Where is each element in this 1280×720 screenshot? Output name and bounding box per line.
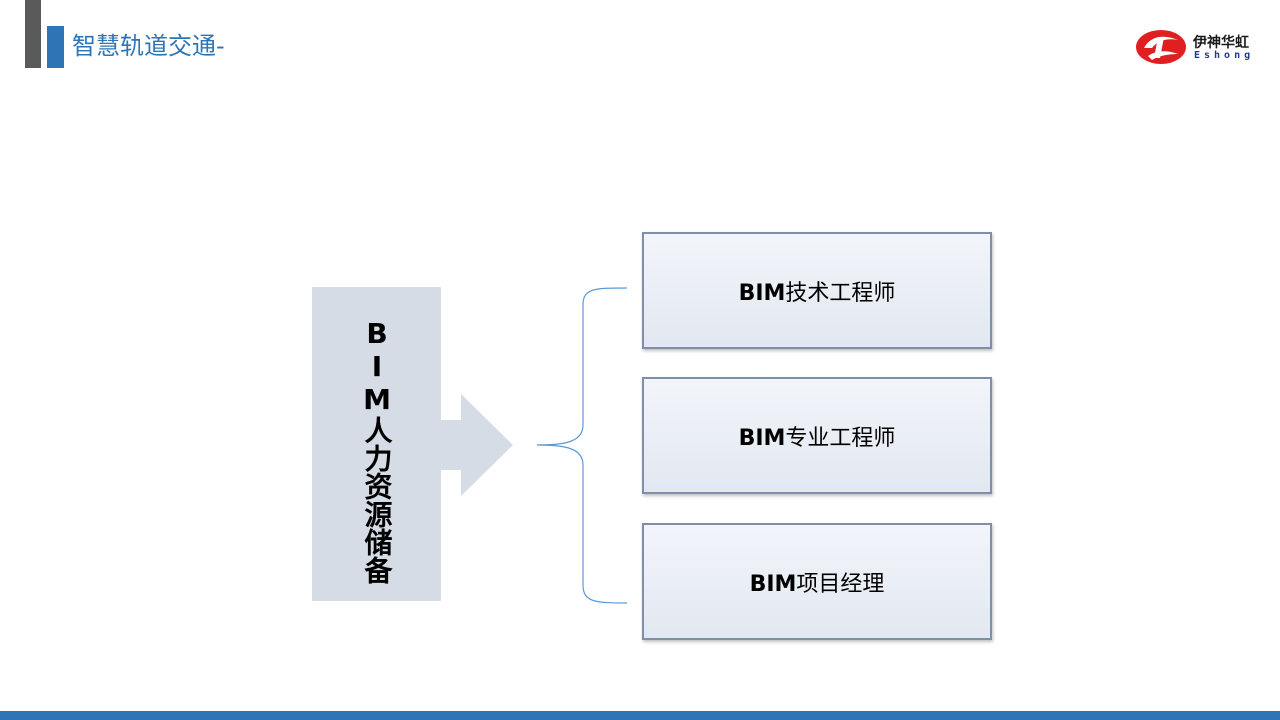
role-prefix: BIM <box>749 571 797 597</box>
role-title: 技术工程师 <box>785 280 896 306</box>
role-label: BIM项目经理 <box>750 566 885 598</box>
source-label-text: BIM人力资源储备 <box>360 317 394 584</box>
footer-bar <box>0 711 1280 720</box>
logo-name-en: Eshong <box>1194 50 1255 61</box>
eshong-logo-icon <box>1136 30 1186 64</box>
role-label: BIM技术工程师 <box>739 275 896 307</box>
right-arrow-icon <box>441 394 513 496</box>
source-label: BIM人力资源储备 <box>312 317 441 584</box>
role-box-professional-engineer: BIM专业工程师 <box>642 377 992 494</box>
role-box-project-manager: BIM项目经理 <box>642 523 992 640</box>
brace-connector <box>536 287 628 604</box>
role-title: 项目经理 <box>796 571 885 597</box>
role-prefix: BIM <box>738 280 786 306</box>
page-title: 智慧轨道交通- <box>72 32 225 60</box>
header-accent-blue <box>47 26 64 68</box>
role-box-technical-engineer: BIM技术工程师 <box>642 232 992 349</box>
role-label: BIM专业工程师 <box>739 420 896 452</box>
role-title: 专业工程师 <box>785 425 896 451</box>
brand-logo: 伊神华虹 Eshong <box>1134 28 1258 66</box>
header-accent-dark <box>25 0 41 68</box>
role-prefix: BIM <box>738 425 786 451</box>
logo-name-cn: 伊神华虹 <box>1193 35 1249 51</box>
source-box: BIM人力资源储备 <box>312 287 441 601</box>
